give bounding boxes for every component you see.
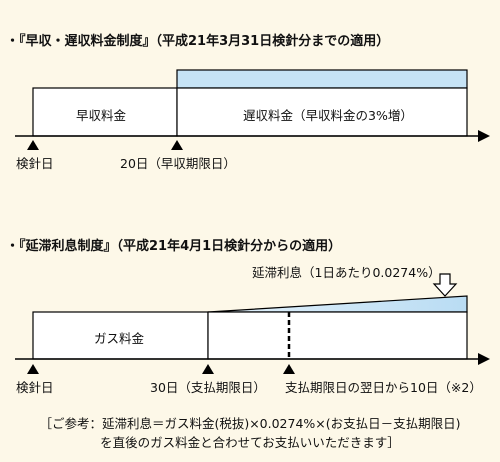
bar-early-payment <box>32 87 178 137</box>
bar-label-late: 遅収料金（早収料金の3%増） <box>243 108 413 123</box>
marker-label-payment-deadline: 30日（支払期限日） <box>150 380 266 395</box>
timeline-arrowhead-2 <box>478 353 490 365</box>
down-arrow-icon <box>432 273 458 297</box>
marker-triangle-deadline-2 <box>202 364 214 374</box>
marker-label-meter-day-2: 検針日 <box>16 380 54 395</box>
bar-label-early: 早収料金 <box>76 108 127 123</box>
marker-triangle-grace-end <box>283 364 295 374</box>
marker-triangle-meter-1 <box>27 140 39 150</box>
marker-triangle-deadline-1 <box>171 140 183 150</box>
bar-label-gas-charge: ガス料金 <box>94 331 145 346</box>
reference-note-line-1: ［ご参考：延滞利息＝ガス料金(税抜)×0.0274%×(お支払日－支払期限日) <box>39 416 461 431</box>
marker-label-grace-end: 支払期限日の翌日から10日（※2） <box>285 380 482 395</box>
bar-gas-charge <box>32 311 209 360</box>
interest-wedge <box>207 295 468 313</box>
marker-label-meter-day-1: 検針日 <box>16 156 54 171</box>
late-surcharge-band <box>176 69 468 89</box>
bar-late-payment <box>176 87 468 137</box>
interest-rate-label: 延滞利息（1日あたり0.0274%） <box>252 265 441 280</box>
marker-triangle-meter-2 <box>27 364 39 374</box>
reference-note-line-2: を直後のガス料金と合わせてお支払いいただきます］ <box>100 435 400 450</box>
section-title-early-late: ・『早収・遅収料金制度』（平成21年3月31日検針分までの適用） <box>6 34 390 49</box>
bar-overdue-period <box>207 311 468 360</box>
timeline-arrowhead-1 <box>478 130 490 142</box>
section-title-interest: ・『延滞利息制度』（平成21年4月1日検針分からの適用） <box>6 239 342 254</box>
marker-label-early-deadline: 20日（早収期限日） <box>120 156 236 171</box>
